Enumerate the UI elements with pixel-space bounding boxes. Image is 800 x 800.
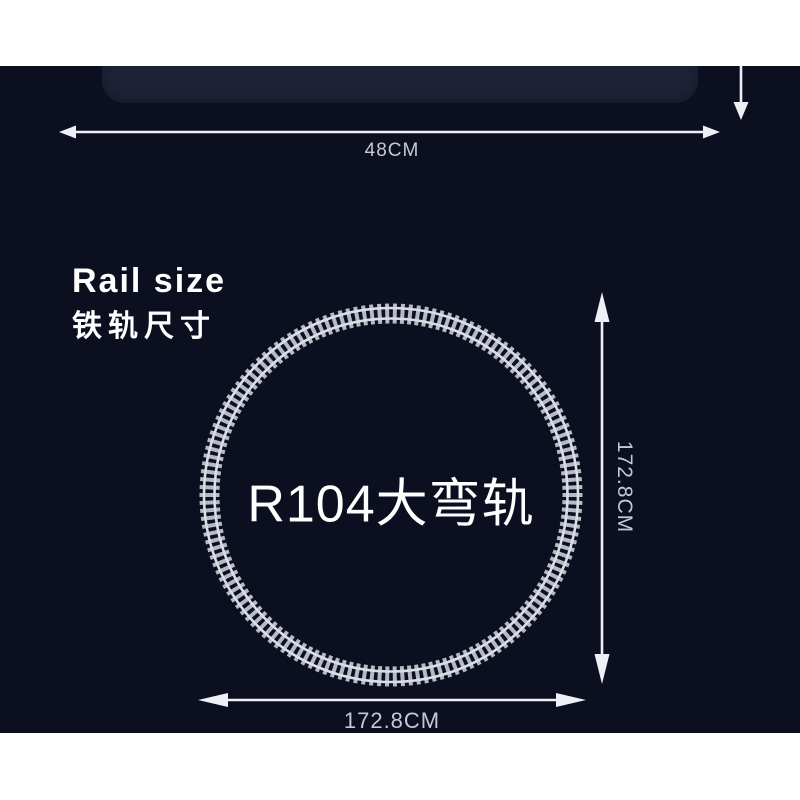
box-width-label: 48CM <box>364 140 420 161</box>
track-center-label: R104大弯轨 <box>247 475 535 534</box>
circle-width-label: 172.8CM <box>343 708 441 733</box>
box-width-arrow-icon <box>59 125 720 139</box>
circle-height-label: 172.8CM <box>613 440 636 534</box>
dark-panel <box>0 66 800 733</box>
track-ring <box>199 303 583 687</box>
box-height-arrow-icon <box>733 66 749 120</box>
product-card-bottom-edge <box>102 66 698 103</box>
title-chinese: 铁轨尺寸 <box>72 310 216 343</box>
circle-height-arrow-icon <box>594 292 610 684</box>
title-english: Rail size <box>72 262 227 300</box>
circle-width-arrow-icon <box>198 693 586 707</box>
bottom-white-band <box>0 733 800 800</box>
top-white-band <box>0 0 800 66</box>
